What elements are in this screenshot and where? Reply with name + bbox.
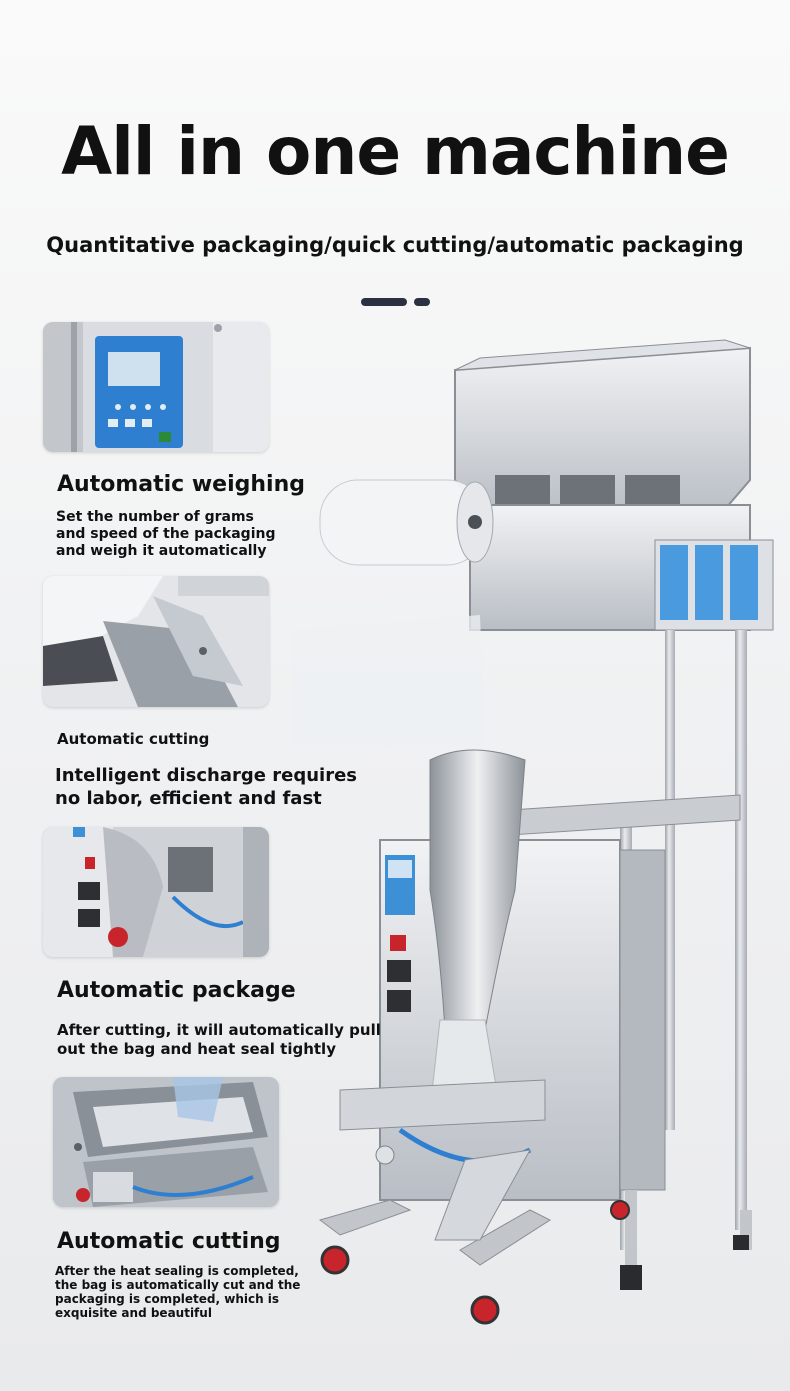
feature-desc-weighing-3: and weigh it automatically xyxy=(56,543,267,559)
feature-title-cutting: Automatic cutting xyxy=(57,1229,281,1254)
feature-desc-discharge-1: Intelligent discharge requires xyxy=(55,765,358,786)
feature-desc-weighing-2: and speed of the packaging xyxy=(56,526,276,542)
sealing-unit-thumbnail xyxy=(43,827,269,957)
feature-desc-weighing-1: Set the number of grams xyxy=(56,509,254,525)
cutting-unit-thumbnail xyxy=(53,1077,279,1207)
feature-desc-cutting-1: After the heat sealing is completed, xyxy=(55,1264,299,1278)
feature-title-package: Automatic package xyxy=(57,978,296,1003)
page-subtitle: Quantitative packaging/quick cutting/aut… xyxy=(46,233,744,257)
feature-desc-package-1: After cutting, it will automatically pul… xyxy=(57,1021,381,1039)
feature-desc-cutting-3: packaging is completed, which is xyxy=(55,1292,280,1306)
packaging-machine-image xyxy=(270,330,790,1330)
feature-desc-package-2: out the bag and heat seal tightly xyxy=(57,1040,336,1058)
feature-desc-cutting-2: the bag is automatically cut and the xyxy=(55,1278,301,1292)
page-title: All in one machine xyxy=(61,113,730,190)
decorative-dash-short xyxy=(414,298,430,306)
feature-desc-cutting-4: exquisite and beautiful xyxy=(55,1306,212,1320)
feature-desc-discharge-2: no labor, efficient and fast xyxy=(55,788,322,809)
funnel-thumbnail xyxy=(43,576,269,707)
feature-label-cutting: Automatic cutting xyxy=(57,730,210,748)
decorative-dash-long xyxy=(361,298,407,306)
feature-title-weighing: Automatic weighing xyxy=(57,472,305,497)
control-panel-thumbnail xyxy=(43,322,269,452)
